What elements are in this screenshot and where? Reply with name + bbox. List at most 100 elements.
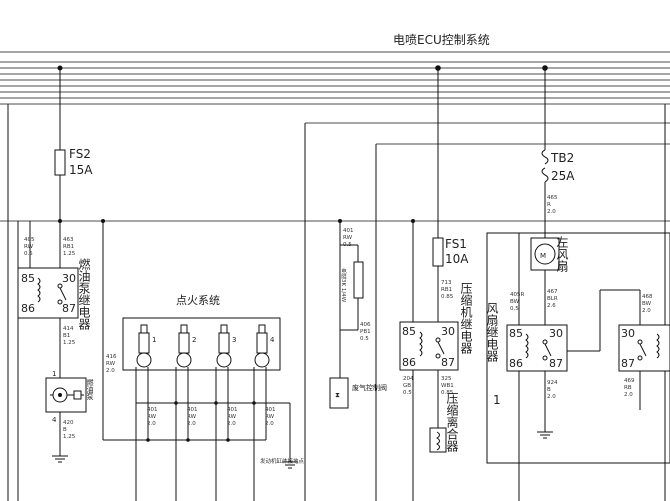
svg-text:B: B	[63, 427, 67, 433]
svg-text:87: 87	[441, 356, 455, 369]
svg-text:2.0: 2.0	[624, 392, 633, 398]
svg-text:RB1: RB1	[441, 287, 452, 293]
wire-label-465: 465 R 2.0	[547, 195, 558, 215]
wire-label-467: 467 BLR 2.6	[547, 289, 558, 309]
compressor-clutch-label: 压缩离合器	[445, 392, 459, 453]
wire-label-401d: 401 RW 2.0	[265, 407, 276, 427]
compressor-clutch	[429, 427, 447, 453]
wire-label-401a: 401 RW 2.0	[147, 407, 158, 427]
fuel-pump-relay-label: 燃油泵继电器	[77, 257, 91, 331]
svg-text:713: 713	[441, 280, 452, 286]
svg-text:86: 86	[509, 357, 523, 370]
svg-text:0.5: 0.5	[24, 251, 33, 257]
fan-relay-2: 30 87	[618, 324, 670, 372]
fan-relay-label: 风扇继电器	[485, 302, 499, 363]
resistor-label: 电阻3K 1/4W	[340, 267, 347, 303]
svg-text:924: 924	[547, 380, 558, 386]
svg-text:87: 87	[549, 357, 563, 370]
svg-text:86: 86	[21, 302, 35, 315]
svg-text:RW: RW	[265, 414, 275, 420]
svg-text:RW: RW	[24, 244, 34, 250]
svg-text:2: 2	[192, 336, 196, 344]
fan-ground-icon	[537, 431, 553, 439]
fan-relay-sub: 1	[493, 393, 501, 407]
fan-motor-label: 左风扇	[555, 235, 569, 273]
svg-text:30: 30	[441, 325, 455, 338]
wire-label-325: 325 WB1 0.85	[441, 376, 454, 396]
svg-text:463: 463	[63, 237, 74, 243]
exhaust-valve: ⧗	[329, 377, 349, 409]
svg-text:87: 87	[621, 357, 635, 370]
svg-text:1: 1	[152, 336, 156, 344]
wire-label-463: 463 RB1 1.25	[63, 237, 76, 257]
svg-text:401: 401	[265, 407, 276, 413]
svg-text:2.0: 2.0	[547, 394, 556, 400]
svg-text:30: 30	[62, 272, 76, 285]
svg-text:0.85: 0.85	[441, 390, 454, 396]
svg-text:2.0: 2.0	[547, 209, 556, 215]
svg-text:0.85: 0.85	[441, 294, 454, 300]
svg-text:414: 414	[63, 326, 74, 332]
fan-relay: 85 30 86 87	[506, 324, 568, 372]
svg-text:85: 85	[21, 272, 35, 285]
svg-text:401: 401	[227, 407, 238, 413]
ignition-wiring	[135, 367, 291, 501]
engine-ground-label: 发动机缸体接地点	[260, 457, 305, 465]
svg-text:85: 85	[402, 325, 416, 338]
svg-text:2.0: 2.0	[265, 421, 274, 427]
svg-text:RW: RW	[227, 414, 237, 420]
svg-text:2.0: 2.0	[227, 421, 236, 427]
svg-text:1.25: 1.25	[63, 251, 76, 257]
svg-text:1: 1	[52, 370, 56, 378]
fuel-pump-motor: 1 4	[45, 370, 87, 424]
svg-text:BW: BW	[642, 301, 652, 307]
wire-label-420: 420 B 1.25	[63, 420, 76, 440]
vertical-wires	[7, 68, 666, 501]
wire-label-416: 416 RW 2.0	[106, 354, 117, 374]
diagram-title: 电喷ECU控制系统	[393, 33, 490, 47]
coil-3: 3	[216, 324, 236, 368]
svg-text:BLR: BLR	[547, 296, 558, 302]
svg-text:4: 4	[270, 336, 275, 344]
svg-text:B1: B1	[63, 333, 70, 339]
svg-text:RW: RW	[106, 361, 116, 367]
svg-text:469: 469	[624, 378, 635, 384]
svg-text:420: 420	[63, 420, 74, 426]
coil-4: 4	[254, 324, 275, 368]
wire-label-924: 924 B 2.0	[547, 380, 558, 400]
fuse-fs2-rating: 15A	[69, 163, 93, 177]
wire-label-405: 405 RW 0.5	[24, 237, 35, 257]
ignition-coils: 1 2 3 4	[122, 317, 281, 371]
wire-label-401e: 401 RW 0.5	[343, 228, 354, 248]
svg-text:2.0: 2.0	[147, 421, 156, 427]
svg-text:86: 86	[402, 356, 416, 369]
resistor-3k	[353, 261, 364, 299]
coil-1: 1	[136, 324, 156, 368]
fuel-pump-relay: 85 30 86 87	[17, 267, 79, 319]
ground-icon	[52, 455, 68, 463]
svg-text:406: 406	[360, 322, 371, 328]
svg-text:204: 204	[403, 376, 414, 382]
svg-text:416: 416	[106, 354, 117, 360]
svg-text:2.0: 2.0	[106, 368, 115, 374]
svg-text:RB1: RB1	[63, 244, 74, 250]
svg-text:⧗: ⧗	[335, 391, 340, 399]
svg-text:25A: 25A	[551, 169, 575, 183]
svg-text:30: 30	[549, 327, 563, 340]
fuse-fs2: FS2 15A	[54, 147, 93, 177]
coil-2: 2	[176, 324, 196, 368]
compressor-relay-label: 压缩机继电器	[459, 282, 473, 355]
svg-text:B: B	[547, 387, 551, 393]
fuse-tb2: TB2 25A	[541, 149, 575, 183]
ignition-label: 点火系统	[176, 294, 220, 307]
svg-text:10A: 10A	[445, 252, 469, 266]
svg-text:401: 401	[343, 228, 354, 234]
svg-text:2.0: 2.0	[187, 421, 196, 427]
wire-label-469: 469 RB 2.0	[624, 378, 635, 398]
svg-text:0.5: 0.5	[360, 336, 369, 342]
svg-text:325: 325	[441, 376, 452, 382]
fan-motor: M	[530, 237, 560, 271]
power-bus-lines	[0, 51, 670, 222]
svg-text:RW: RW	[343, 235, 353, 241]
svg-text:405R: 405R	[510, 292, 524, 298]
